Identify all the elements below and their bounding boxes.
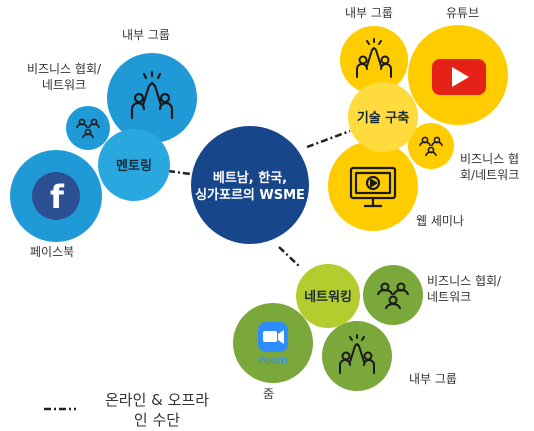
high-five-icon bbox=[339, 334, 375, 374]
skills-hub[interactable] bbox=[348, 82, 418, 152]
label-line: 비즈니스 협회/ bbox=[427, 274, 502, 288]
business-network-circle-left[interactable] bbox=[66, 106, 110, 150]
label-business-network-right: 비즈니스 협 회/네트워크 bbox=[460, 151, 519, 183]
label-line: 네트워크 bbox=[427, 290, 472, 304]
center-title-line2: 싱가포르의 WSME bbox=[195, 187, 305, 203]
connector-networking bbox=[278, 246, 301, 268]
label-internal-group-top-right: 내부 그룹 bbox=[345, 6, 393, 20]
legend-line-2: 인 수단 bbox=[133, 411, 181, 429]
label-zoom: 줌 bbox=[263, 387, 275, 401]
label-facebook: 페이스북 bbox=[30, 245, 75, 259]
zoom-logo: zoom bbox=[258, 322, 288, 367]
networking-hub[interactable] bbox=[296, 264, 360, 328]
label-internal-group-bottom: 내부 그룹 bbox=[409, 372, 457, 386]
label-line: 비즈니스 협 bbox=[460, 152, 520, 166]
networking-label: 네트워킹 bbox=[304, 289, 352, 305]
webinar-monitor-icon bbox=[349, 166, 397, 208]
business-network-circle-right[interactable] bbox=[408, 123, 454, 169]
label-webinar: 웹 세미나 bbox=[416, 214, 464, 228]
center-circle[interactable] bbox=[191, 126, 309, 244]
network-people-icon bbox=[76, 118, 100, 139]
label-line: 회/네트워크 bbox=[460, 168, 520, 182]
svg-text:f: f bbox=[50, 178, 65, 216]
facebook-logo: f bbox=[32, 172, 80, 220]
high-five-icon bbox=[130, 70, 174, 120]
label-internal-group-top-left: 내부 그룹 bbox=[122, 28, 170, 42]
connector-skills bbox=[306, 129, 351, 149]
internal-group-circle-left[interactable] bbox=[107, 53, 197, 143]
internal-group-circle-bottom[interactable] bbox=[322, 321, 392, 391]
label-business-network-bottom: 비즈니스 협회/ 네트워크 bbox=[427, 273, 501, 305]
legend-label: 온라인 & 오프라 인 수단 bbox=[92, 390, 222, 430]
label-line: 비즈니스 협회/ bbox=[26, 62, 102, 76]
skills-label: 기술 구축 bbox=[357, 110, 409, 126]
youtube-logo bbox=[432, 59, 486, 95]
center-title-line1: 베트남, 한국, bbox=[213, 170, 287, 186]
legend-line-1: 온라인 & 오프라 bbox=[104, 391, 210, 409]
label-line: 네트워크 bbox=[41, 78, 87, 92]
mentoring-label: 멘토링 bbox=[116, 158, 152, 174]
mentoring-hub[interactable] bbox=[98, 129, 170, 201]
zoom-logo-text: zoom bbox=[258, 354, 288, 367]
high-five-icon bbox=[356, 38, 392, 78]
network-people-icon bbox=[419, 136, 443, 157]
label-youtube: 유튜브 bbox=[446, 6, 480, 20]
label-business-network-left: 비즈니스 협회/ 네트워크 bbox=[16, 61, 112, 93]
network-people-icon bbox=[377, 282, 409, 310]
